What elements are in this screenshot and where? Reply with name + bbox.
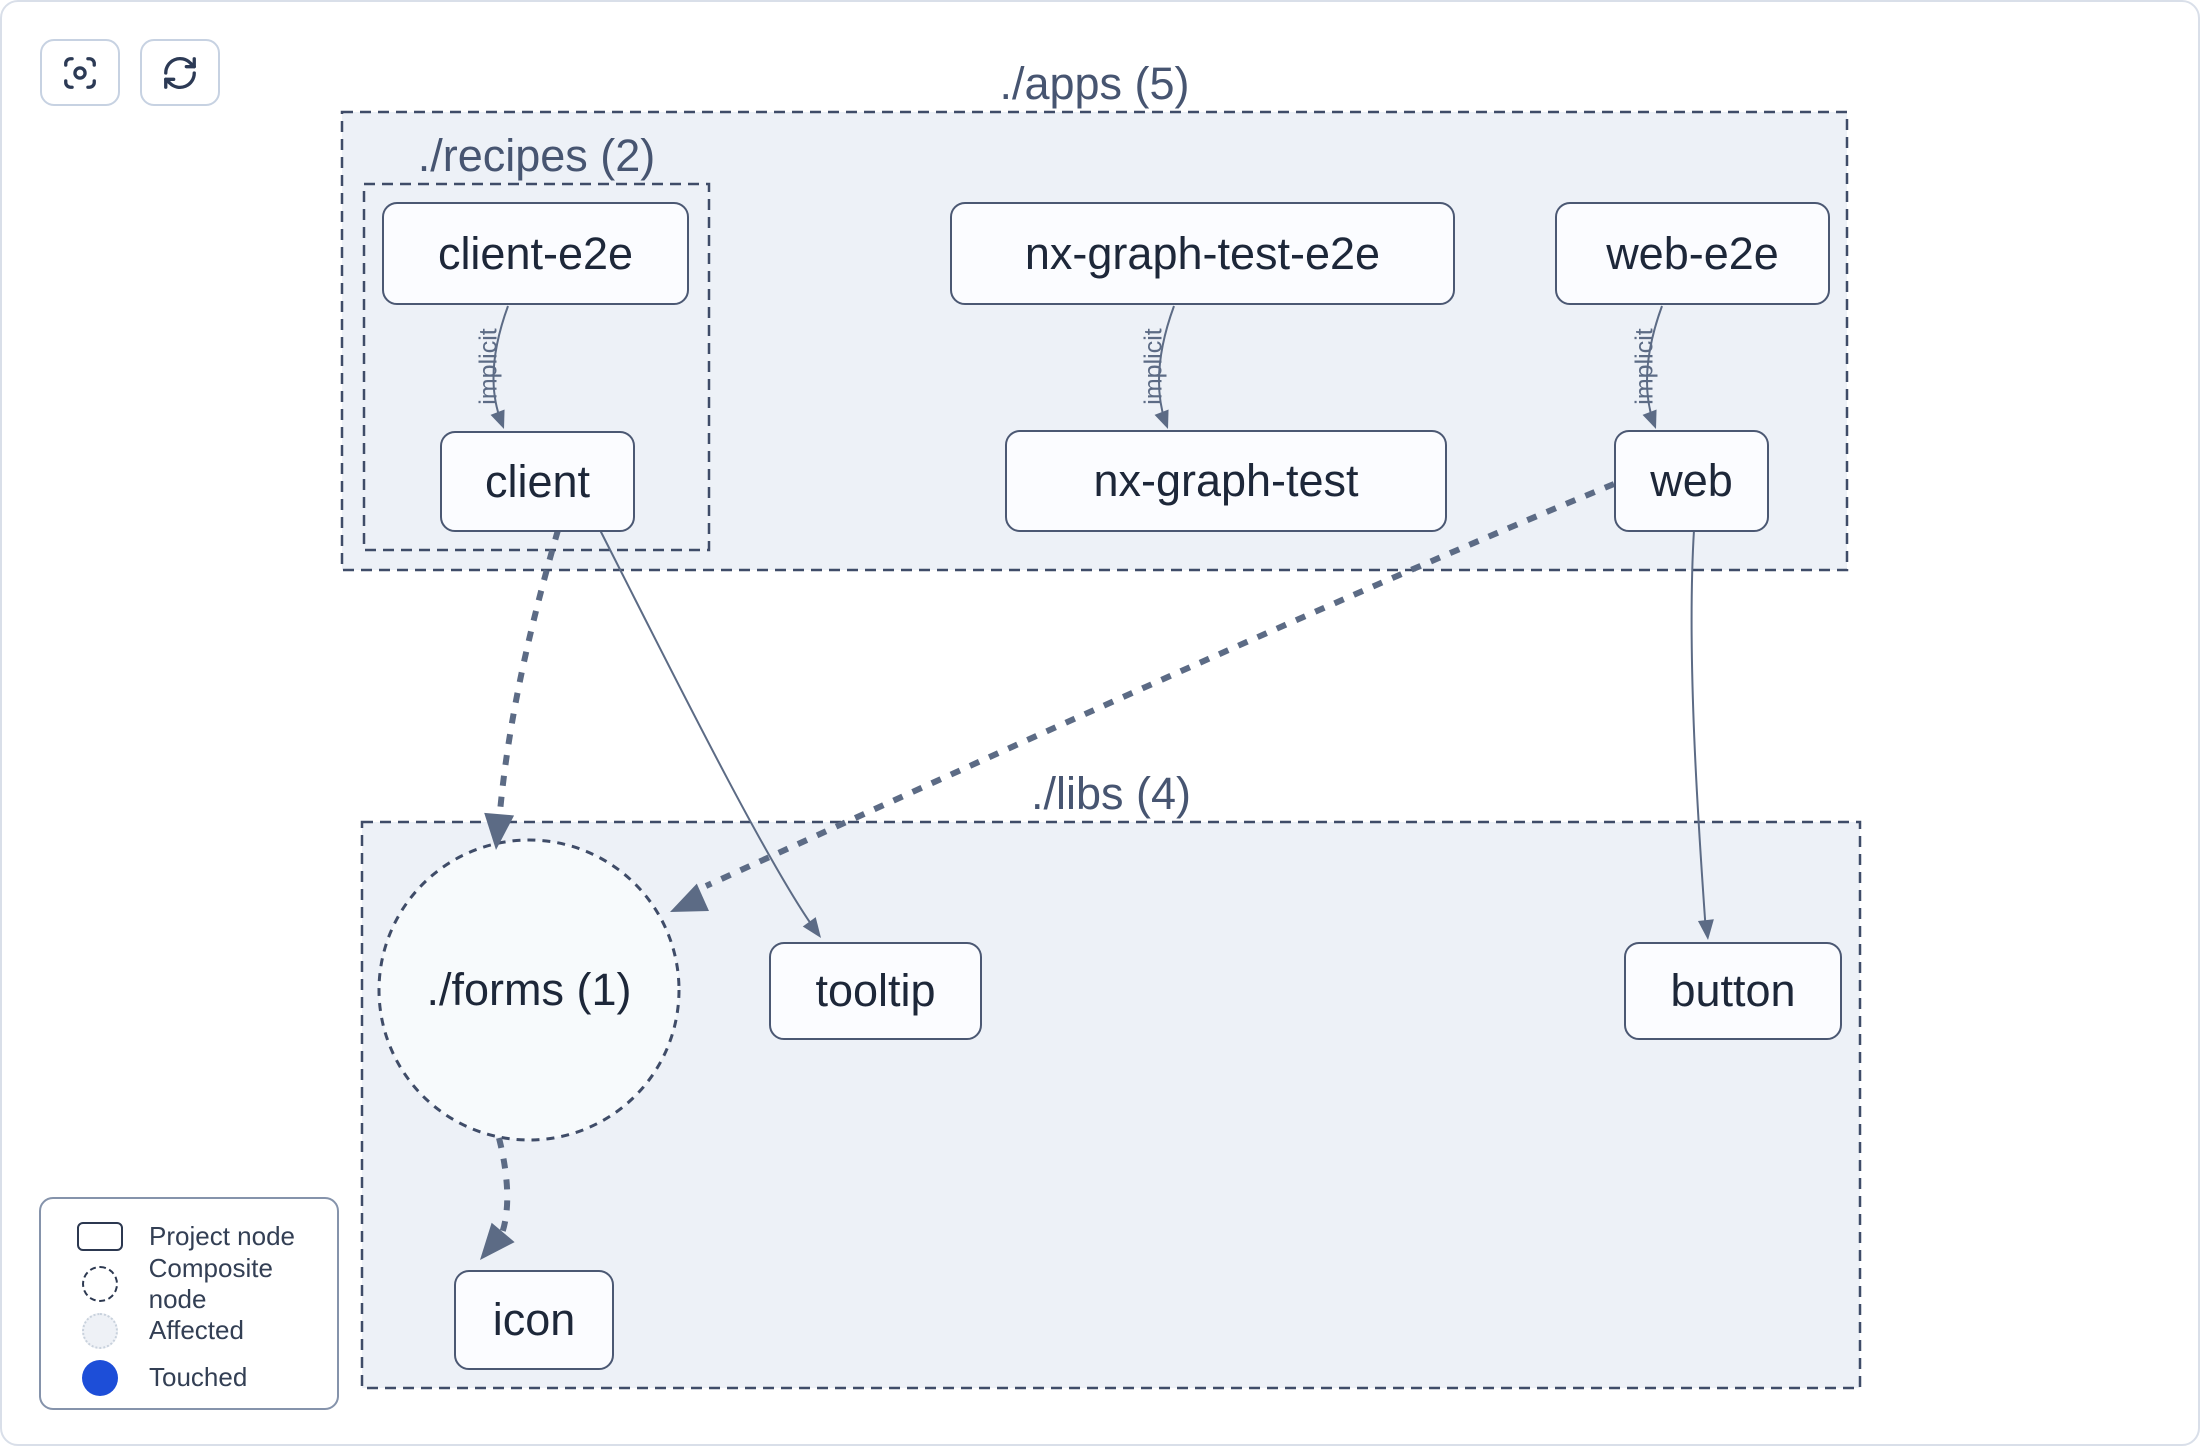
edge-web-to-forms: [670, 481, 1616, 912]
legend-label: Touched: [149, 1362, 248, 1392]
edge-label-implicit: implicit: [1139, 328, 1168, 405]
edge-label-implicit: implicit: [1630, 328, 1659, 405]
composite-node-forms-circle[interactable]: [377, 838, 681, 1142]
edge-label-implicit: implicit: [474, 328, 503, 405]
legend-label: Project node: [149, 1221, 295, 1251]
node-client-e2e[interactable]: client-e2e: [382, 202, 689, 305]
node-tooltip[interactable]: tooltip: [769, 942, 982, 1040]
node-web-e2e[interactable]: web-e2e: [1555, 202, 1830, 305]
edge-forms-to-icon: [480, 1137, 515, 1260]
legend-item-project-node: Project node: [65, 1213, 337, 1260]
toolbar: [40, 39, 220, 106]
edge-web-to-button: [1690, 529, 1714, 940]
node-nx-graph-test[interactable]: nx-graph-test: [1005, 430, 1447, 532]
group-label-apps: ./apps (5): [999, 58, 1190, 109]
crosshair-focus-icon: [64, 56, 96, 89]
node-button[interactable]: button: [1624, 942, 1842, 1040]
node-nx-graph-test-e2e[interactable]: nx-graph-test-e2e: [950, 202, 1455, 305]
legend-item-affected: Affected: [65, 1307, 337, 1354]
edge-nx-graph-test-e2e-to-nx-graph-test: [1154, 305, 1175, 429]
edge-web-e2e-to-web: [1642, 305, 1663, 429]
edge-client-e2e-to-client: [490, 305, 509, 429]
node-client[interactable]: client: [440, 431, 635, 532]
affected-swatch: [65, 1312, 135, 1349]
legend: Project node Composite node Affected Tou…: [39, 1197, 339, 1410]
legend-label: Composite node: [148, 1252, 273, 1314]
touched-swatch: [65, 1359, 135, 1396]
group-label-libs: ./libs (4): [1030, 768, 1192, 819]
project-node-swatch: [65, 1222, 135, 1251]
edge-client-to-forms: [484, 529, 561, 850]
group-label-recipes: ./recipes (2): [417, 130, 656, 181]
node-icon[interactable]: icon: [454, 1270, 614, 1370]
focus-button[interactable]: [40, 39, 120, 106]
composite-node-swatch: [65, 1265, 135, 1302]
refresh-button[interactable]: [140, 39, 220, 106]
node-web[interactable]: web: [1614, 430, 1769, 532]
legend-item-touched: Touched: [65, 1354, 337, 1401]
legend-label: Affected: [149, 1315, 244, 1345]
edge-client-to-tooltip: [599, 529, 821, 938]
refresh-icon: [164, 56, 196, 89]
legend-item-composite-node: Composite node: [65, 1253, 337, 1314]
